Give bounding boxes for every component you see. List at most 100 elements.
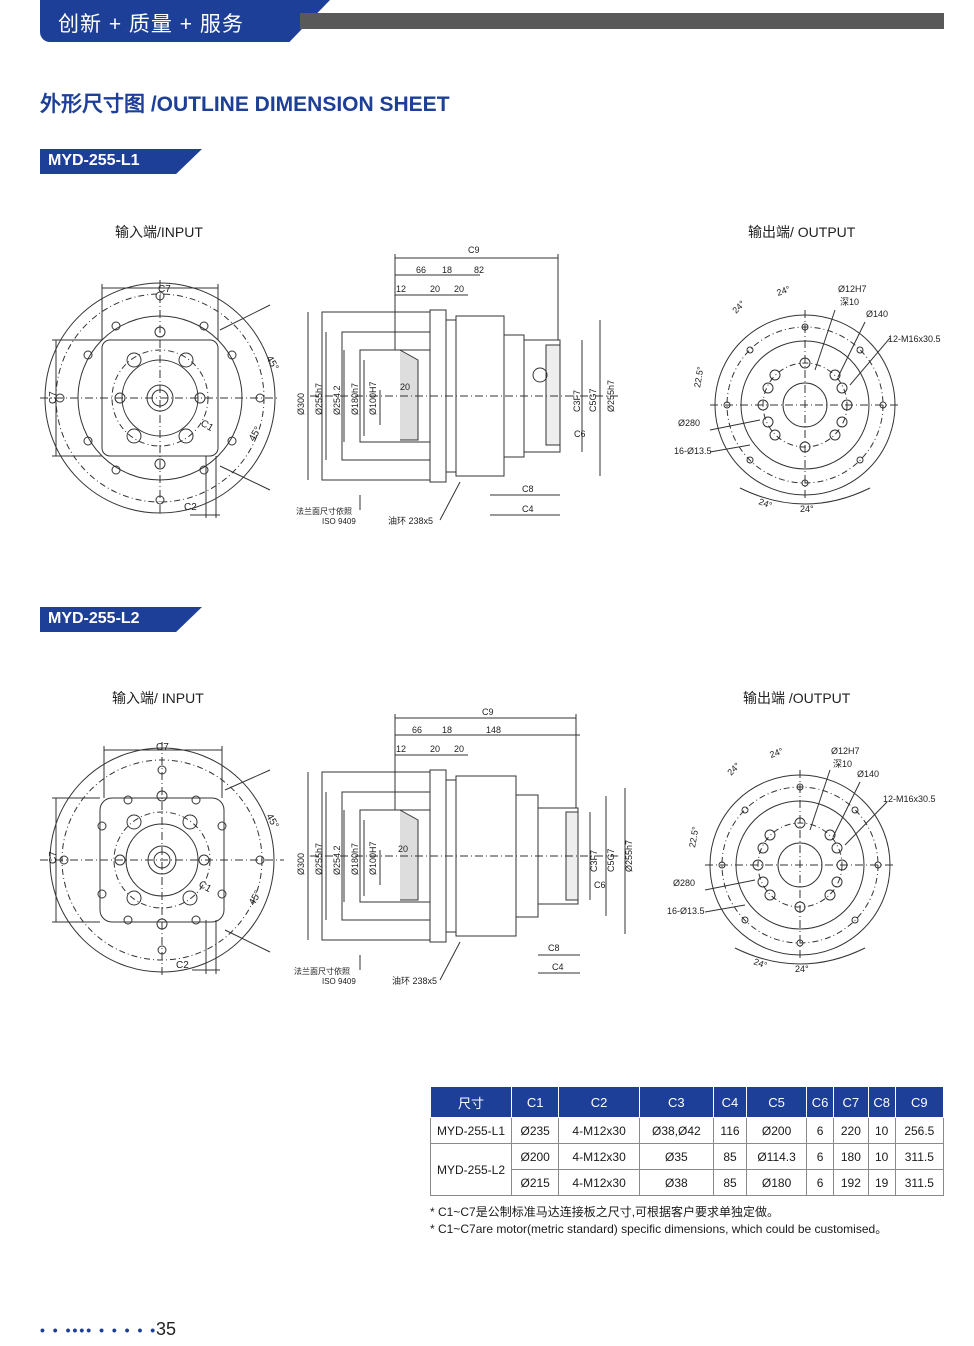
header-tab — [40, 0, 330, 42]
svg-text:24°: 24° — [752, 956, 769, 970]
svg-text:24°: 24° — [800, 504, 814, 514]
svg-text:24°: 24° — [775, 284, 792, 298]
output-view-drawing: Ø12H7 深10 Ø140 12-M16x30.5 24° 24° 22.5°… — [674, 284, 941, 514]
table-cell: Ø38 — [638, 1169, 714, 1196]
table-cell: Ø38,Ø42 — [638, 1117, 714, 1144]
svg-text:Ø12H7: Ø12H7 — [838, 284, 867, 294]
svg-text:Ø180h7: Ø180h7 — [350, 383, 360, 415]
model-tag-l1 — [40, 149, 202, 174]
svg-text:C7: C7 — [158, 284, 171, 295]
table-cell: 85 — [712, 1143, 748, 1170]
note-chinese: * C1~C7是公制标准马达连接板之尺寸,可根据客户要求单独定做。 — [430, 1205, 780, 1219]
svg-text:Ø100H7: Ø100H7 — [368, 841, 378, 875]
svg-text:18: 18 — [442, 265, 452, 275]
svg-text:法兰面尺寸依照: 法兰面尺寸依照 — [296, 506, 352, 516]
svg-text:法兰面尺寸依照: 法兰面尺寸依照 — [294, 966, 350, 976]
table-cell: 6 — [806, 1143, 835, 1170]
svg-text:Ø140: Ø140 — [866, 309, 888, 319]
svg-text:45°: 45° — [263, 354, 280, 373]
svg-text:24°: 24° — [768, 746, 785, 760]
svg-text:C6: C6 — [594, 880, 606, 890]
svg-text:Ø300: Ø300 — [296, 853, 306, 875]
table-cell: Ø215 — [510, 1169, 560, 1196]
table-cell: 4-M12x30 — [558, 1169, 640, 1196]
table-cell-model: MYD-255-L1 — [430, 1117, 512, 1144]
svg-text:C5G7: C5G7 — [588, 388, 598, 412]
svg-text:12-M16x30.5: 12-M16x30.5 — [888, 334, 941, 344]
page-number: 35 — [156, 1319, 177, 1339]
svg-text:20: 20 — [454, 284, 464, 294]
svg-text:22.5°: 22.5° — [687, 825, 701, 848]
table-cell: Ø35 — [638, 1143, 714, 1170]
svg-text:20: 20 — [400, 382, 410, 392]
svg-text:12: 12 — [396, 744, 406, 754]
svg-text:66: 66 — [416, 265, 426, 275]
dimension-table: 尺寸 C1 C2 C3 C4 C5 C6 C7 C8 C9 MYD-255-L1… — [430, 1086, 945, 1196]
svg-text:深10: 深10 — [833, 759, 852, 769]
table-header-cell: C7 — [833, 1086, 869, 1118]
table-row: MYD-255-L1 Ø235 4-M12x30 Ø38,Ø42 116 Ø20… — [430, 1117, 945, 1144]
svg-text:C1: C1 — [199, 418, 216, 434]
svg-text:24°: 24° — [725, 760, 742, 777]
svg-text:C4: C4 — [552, 962, 564, 972]
table-cell: 180 — [833, 1143, 869, 1170]
model-tag-l2 — [40, 607, 202, 632]
svg-text:24°: 24° — [795, 964, 809, 974]
svg-text:C7: C7 — [156, 742, 169, 753]
svg-text:Ø255h7: Ø255h7 — [624, 840, 634, 872]
svg-text:16-Ø13.5: 16-Ø13.5 — [667, 906, 705, 916]
svg-text:C5G7: C5G7 — [606, 848, 616, 872]
table-cell: Ø200 — [510, 1143, 560, 1170]
svg-text:深10: 深10 — [840, 297, 859, 307]
table-cell: 4-M12x30 — [558, 1117, 640, 1144]
table-cell: Ø235 — [510, 1117, 560, 1144]
svg-text:C8: C8 — [522, 484, 534, 494]
svg-text:C6: C6 — [574, 429, 586, 439]
table-cell: Ø180 — [746, 1169, 808, 1196]
svg-text:45°: 45° — [247, 889, 264, 908]
table-cell: 10 — [867, 1117, 896, 1144]
svg-text:Ø280: Ø280 — [678, 418, 700, 428]
svg-text:油环 238x5: 油环 238x5 — [392, 975, 437, 986]
table-cell: 19 — [867, 1169, 896, 1196]
table-header-cell: C3 — [638, 1086, 714, 1118]
output-label-l2: 输出端 /OUTPUT — [743, 690, 851, 706]
table-header-cell: C1 — [510, 1086, 560, 1118]
svg-text:18: 18 — [442, 725, 452, 735]
side-view-drawing: C9 66 18 82 12 20 20 20 Ø300 Ø255h7 Ø254… — [296, 245, 620, 526]
model-label-l2: MYD-255-L2 — [48, 610, 140, 627]
table-cell: 116 — [712, 1117, 748, 1144]
svg-text:C8: C8 — [548, 943, 560, 953]
svg-text:20: 20 — [398, 844, 408, 854]
svg-text:C2: C2 — [184, 502, 197, 513]
svg-text:20: 20 — [430, 744, 440, 754]
svg-text:20: 20 — [430, 284, 440, 294]
side-view-drawing: C9 66 18 148 12 20 20 20 Ø300 Ø255h7 Ø25… — [294, 707, 634, 986]
svg-text:12: 12 — [396, 284, 406, 294]
svg-text:C3F7: C3F7 — [572, 390, 582, 412]
table-cell: Ø114.3 — [746, 1143, 808, 1170]
svg-text:Ø12H7: Ø12H7 — [831, 746, 860, 756]
svg-text:C9: C9 — [482, 707, 494, 717]
svg-text:C2: C2 — [176, 960, 189, 971]
svg-text:82: 82 — [474, 265, 484, 275]
table-cell: 311.5 — [894, 1169, 945, 1196]
table-cell: 311.5 — [894, 1143, 945, 1170]
svg-text:C3F7: C3F7 — [589, 850, 599, 872]
table-header-cell: 尺寸 — [430, 1086, 512, 1118]
table-cell: 220 — [833, 1117, 869, 1144]
svg-text:24°: 24° — [757, 496, 774, 510]
table-cell: 85 — [712, 1169, 748, 1196]
svg-text:Ø300: Ø300 — [296, 393, 306, 415]
header-bar — [300, 13, 944, 29]
svg-text:C1: C1 — [197, 879, 214, 895]
table-header-row: 尺寸 C1 C2 C3 C4 C5 C6 C7 C8 C9 — [430, 1086, 945, 1118]
svg-text:22.5°: 22.5° — [692, 365, 706, 388]
svg-text:16-Ø13.5: 16-Ø13.5 — [674, 446, 712, 456]
svg-text:C9: C9 — [468, 245, 480, 255]
output-label-l1: 输出端/ OUTPUT — [748, 224, 856, 240]
table-header-cell: C2 — [558, 1086, 640, 1118]
svg-text:20: 20 — [454, 744, 464, 754]
svg-text:C4: C4 — [522, 504, 534, 514]
input-label-l1: 输入端/INPUT — [115, 224, 203, 240]
